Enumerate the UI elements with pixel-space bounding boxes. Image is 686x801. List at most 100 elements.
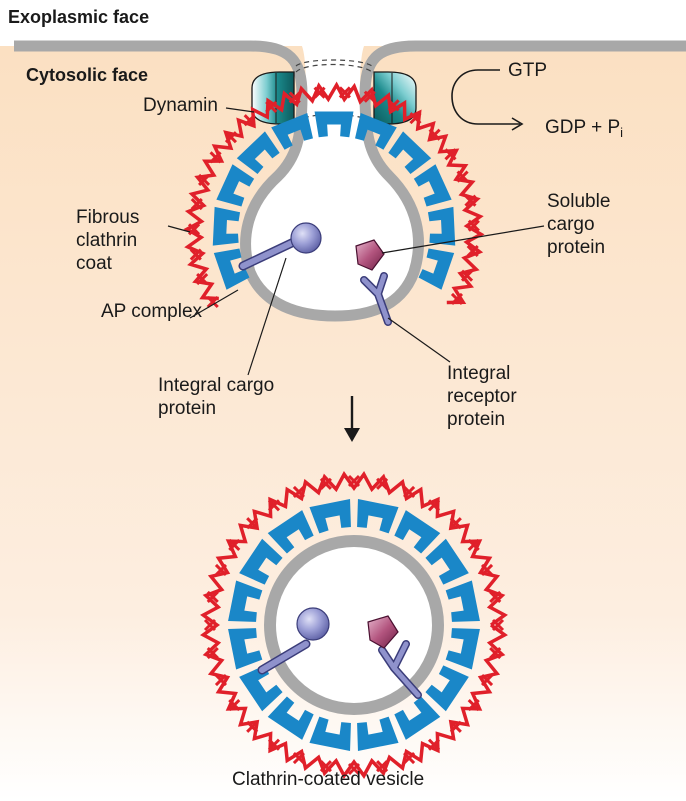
clathrin-triskelion (224, 131, 238, 144)
ap-complex-block (445, 580, 480, 622)
clathrin-triskelion (403, 751, 416, 765)
ap-complex-block (228, 580, 263, 622)
ap-complex-ring-bud (212, 111, 456, 290)
clathrin-coat-vesicle (200, 471, 508, 779)
clathrin-triskelion (449, 517, 462, 530)
clathrin-triskelion (376, 760, 389, 773)
clathrin-triskelion (214, 674, 228, 687)
gdp-subscript: i (620, 125, 624, 140)
clathrin-coat-bud (183, 81, 485, 309)
clathrin-triskelion (209, 151, 222, 164)
clathrin-triskelion (363, 90, 376, 103)
ap-complex-block (212, 206, 241, 246)
down-arrow-icon (344, 396, 360, 442)
soluble-cargo-icon-vesicle (367, 615, 399, 649)
clathrin-triskelion (267, 499, 281, 512)
ap-complex-block (418, 248, 455, 290)
ap-complex-block (228, 628, 263, 670)
ap-complex-block (388, 131, 432, 174)
integral-cargo-icon-vesicle (257, 607, 330, 675)
clathrin-triskelion (450, 292, 464, 305)
clathrin-triskelion (228, 698, 241, 712)
clathrin-triskelion (203, 618, 217, 632)
clathrin-triskelion (196, 272, 209, 286)
clathrin-triskelion (467, 219, 480, 232)
ap-complex-block (425, 665, 469, 712)
ap-complex-block (239, 665, 283, 712)
ap-complex-block (267, 510, 314, 554)
receptor-icon-vesicle (378, 640, 422, 699)
clathrin-triskelion (444, 148, 457, 161)
clathrin-triskelion (265, 100, 278, 113)
clathrin-triskelion (464, 194, 477, 207)
integral-cargo-protein-label: Integral cargo protein (158, 375, 275, 419)
clathrin-triskelion (288, 91, 301, 104)
clathrin-triskelion (449, 720, 462, 733)
dynamin-collar-dash-top (295, 63, 373, 73)
soluble-cargo-protein-label: Soluble cargo protein (547, 191, 611, 258)
clathrin-triskelion (456, 170, 469, 183)
ap-complex-block (355, 112, 397, 150)
cytosolic-face-label: Cytosolic face (26, 65, 149, 85)
receptor-icon (360, 272, 392, 326)
ap-complex-block (357, 499, 399, 534)
ap-complex-block (309, 499, 351, 534)
clathrin-triskelion (206, 590, 219, 603)
ap-complex-block (271, 112, 313, 150)
ap-complex-block (309, 716, 351, 751)
clathrin-triskelion (206, 295, 219, 309)
ap-complex-ring-vesicle (228, 499, 480, 751)
ap-complex-block (394, 510, 441, 554)
ap-complex-block (425, 538, 469, 585)
clathrin-triskelion (480, 674, 494, 687)
clathrin-triskelion (313, 86, 326, 99)
clathrin-triskelion (187, 223, 201, 236)
clathrin-triskelion (267, 738, 281, 751)
clathrin-triskelion (427, 499, 441, 512)
clathrin-triskelion (403, 485, 416, 499)
clathrin-triskelion (292, 751, 305, 765)
clathrin-triskelion (428, 128, 441, 141)
caption: Clathrin-coated vesicle (232, 769, 425, 790)
clathrin-triskelion (347, 762, 361, 776)
clathrin-zigzag (200, 471, 508, 779)
ap-complex-block (236, 131, 280, 174)
ap-complex-block (216, 164, 255, 207)
dynamin-label: Dynamin (143, 95, 218, 116)
clathrin-triskelion (319, 760, 332, 773)
leader-lines (167, 107, 545, 376)
clathrin-triskelion (387, 99, 400, 112)
clathrin-triskelion (214, 563, 228, 576)
exoplasm-region (0, 0, 686, 40)
vesicle-membrane (264, 535, 444, 715)
ap-complex-block (314, 111, 354, 138)
clathrin-triskelion (189, 248, 202, 261)
clathrin-triskelion (319, 477, 332, 490)
ap-complex-block (394, 696, 441, 740)
clathrin-triskelion (243, 114, 256, 127)
clathrin-triskelion (427, 738, 441, 751)
clathrin-triskelion (489, 647, 502, 660)
clathrin-triskelion (376, 477, 389, 490)
fibrous-clathrin-coat-label: Fibrous clathrin coat (76, 207, 140, 274)
clathrin-triskelion (489, 590, 502, 603)
ap-complex-block (445, 628, 480, 670)
clathrin-triskelion (467, 538, 480, 552)
clathrin-triskelion (190, 198, 203, 211)
integral-receptor-protein-label: Integral receptor protein (447, 363, 517, 430)
clathrin-triskelion (466, 244, 479, 258)
clathrin-triskelion (228, 538, 241, 552)
clathrin-triskelion (409, 112, 422, 125)
soluble-cargo-icon (355, 239, 385, 271)
clathrin-triskelion (480, 563, 494, 576)
exoplasmic-face-label: Exoplasmic face (8, 7, 150, 27)
gtp-cycle-arrow-icon (451, 69, 524, 131)
clathrin-triskelion (491, 618, 505, 632)
ap-complex-label: AP complex (101, 301, 203, 322)
clathrin-triskelion (206, 647, 219, 660)
ap-complex-block (267, 696, 314, 740)
ap-complex-block (213, 248, 250, 290)
ap-complex-block (357, 716, 399, 751)
clathrin-triskelion (460, 269, 474, 282)
